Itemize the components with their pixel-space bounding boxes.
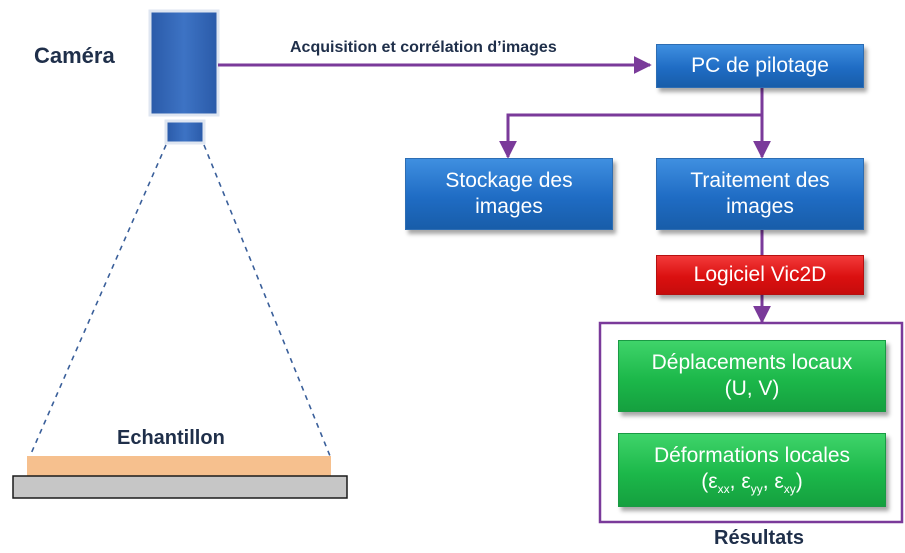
displacements-box-line-2: (U, V) bbox=[724, 377, 780, 400]
arrow-pc-to-storage bbox=[499, 87, 764, 159]
displacements-box-line-1: Déplacements locaux bbox=[651, 351, 853, 374]
symbol-open-paren: ( bbox=[701, 470, 709, 493]
storage-box: Stockage des images bbox=[405, 158, 613, 230]
processing-box: Traitement des images bbox=[656, 158, 864, 230]
software-box: Logiciel Vic2D bbox=[656, 255, 864, 295]
field-of-view-left bbox=[29, 144, 167, 457]
storage-box-line-2: images bbox=[475, 195, 543, 218]
software-box-label: Logiciel Vic2D bbox=[693, 263, 827, 286]
sample-plate bbox=[27, 456, 331, 476]
acquisition-label: Acquisition et corrélation d’images bbox=[290, 39, 557, 56]
field-of-view-right bbox=[203, 144, 331, 457]
epsilon-xy-symbol: ε bbox=[774, 470, 784, 493]
epsilon-xx-subscript: xx bbox=[717, 482, 730, 496]
symbol-separator-1: , bbox=[729, 470, 742, 493]
epsilon-xx-symbol: ε bbox=[708, 470, 718, 493]
storage-box-line-1: Stockage des bbox=[445, 169, 573, 192]
sample-base bbox=[12, 475, 348, 499]
pc-box-label: PC de pilotage bbox=[691, 54, 829, 77]
epsilon-xy-subscript: xy bbox=[783, 482, 796, 496]
displacements-box: Déplacements locaux (U, V) bbox=[618, 340, 886, 412]
processing-box-line-1: Traitement des bbox=[690, 169, 830, 192]
sample-label: Echantillon bbox=[117, 427, 225, 449]
deformations-box: Déformations locales (εxx, εyy, εxy) bbox=[618, 433, 886, 507]
symbol-separator-2: , bbox=[762, 470, 775, 493]
camera-label: Caméra bbox=[34, 43, 115, 68]
epsilon-yy-symbol: ε bbox=[741, 470, 751, 493]
processing-box-line-2: images bbox=[726, 195, 794, 218]
camera-lens bbox=[164, 119, 206, 145]
pc-box: PC de pilotage bbox=[656, 44, 864, 88]
deformations-box-symbols: (εxx, εyy, εxy) bbox=[701, 469, 802, 497]
deformations-box-title: Déformations locales bbox=[653, 444, 851, 467]
epsilon-yy-subscript: yy bbox=[750, 482, 763, 496]
results-frame bbox=[598, 321, 904, 524]
results-label: Résultats bbox=[714, 527, 805, 549]
camera-body bbox=[148, 9, 220, 117]
symbol-close-paren: ) bbox=[795, 470, 803, 493]
